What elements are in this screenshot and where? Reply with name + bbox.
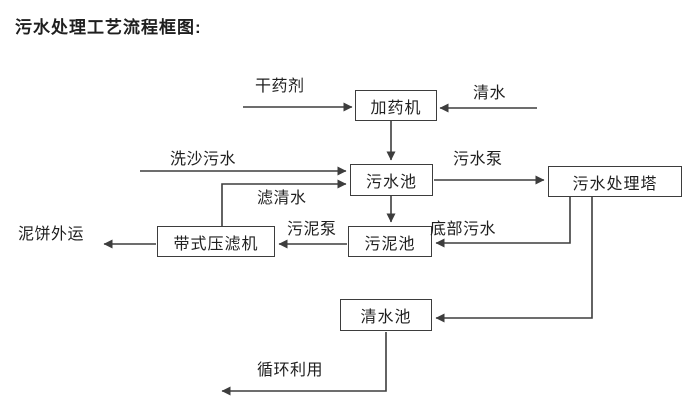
flow-label-sludge-pump: 污泥泵 [287,221,337,238]
flow-label-mud-cake-out: 泥饼外运 [18,226,85,243]
flow-label-recycle-use: 循环利用 [257,362,324,379]
flow-box-dosing-machine: 加药机 [355,90,437,121]
flow-label-dry-agent: 干药剂 [255,78,305,95]
flow-box-treatment-tower: 污水处理塔 [548,166,682,197]
flow-label-sewage-pump: 污水泵 [453,151,503,168]
flow-box-clean-water-pool: 清水池 [340,299,432,331]
flow-label-filtered-water: 滤清水 [257,190,307,207]
flow-label-sand-washing-sewage: 洗沙污水 [170,151,237,168]
flow-box-sewage-pool: 污水池 [350,164,433,196]
flow-label-bottom-sewage: 底部污水 [430,221,497,238]
flow-box-sludge-pool: 污泥池 [348,226,432,257]
flow-box-belt-filter-press: 带式压滤机 [157,226,275,257]
arrow-tower-to-clean-water-pool [435,197,593,323]
diagram-title: 污水处理工艺流程框图: [15,18,202,37]
flow-label-clean-water: 清水 [473,85,507,102]
